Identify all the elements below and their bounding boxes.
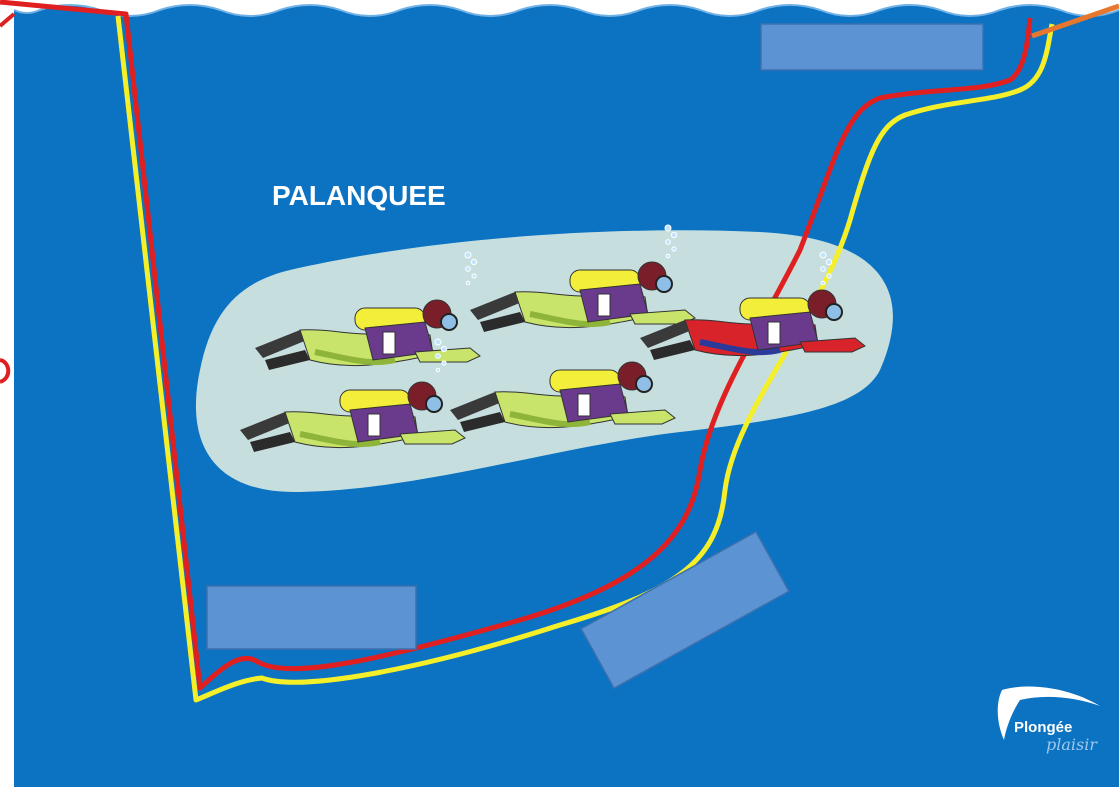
bubble — [672, 247, 676, 251]
diver-mask — [636, 376, 652, 392]
bubble — [466, 281, 470, 285]
bubble — [826, 259, 831, 264]
diver-mask — [441, 314, 457, 330]
surface-label-box — [761, 24, 983, 70]
diver-plate — [368, 414, 380, 436]
bottom-left-label-box — [207, 586, 416, 649]
diver-mask — [826, 304, 842, 320]
diver-plate — [578, 394, 590, 416]
bubble — [821, 281, 825, 285]
bubble — [666, 240, 671, 245]
bubble — [821, 267, 826, 272]
bubble — [671, 232, 676, 237]
bubble — [436, 354, 441, 359]
diver-plate — [383, 332, 395, 354]
bubble — [442, 361, 446, 365]
bubble — [827, 274, 831, 278]
bubble — [666, 254, 670, 258]
bubble — [472, 274, 476, 278]
logo-line1: Plongée — [1014, 719, 1072, 736]
diver-mask — [656, 276, 672, 292]
bubble — [665, 225, 671, 231]
bubble — [435, 339, 441, 345]
left-margin — [0, 0, 14, 787]
logo-line2: plaisir — [1046, 735, 1098, 754]
bubble — [465, 252, 471, 258]
bubble — [466, 267, 471, 272]
bubble — [820, 252, 826, 258]
bubble — [471, 259, 476, 264]
diver-plate — [768, 322, 780, 344]
diver-mask — [426, 396, 442, 412]
bubble — [441, 346, 446, 351]
palanquee-title: PALANQUEE — [272, 180, 446, 211]
diver-plate — [598, 294, 610, 316]
bubble — [436, 368, 440, 372]
